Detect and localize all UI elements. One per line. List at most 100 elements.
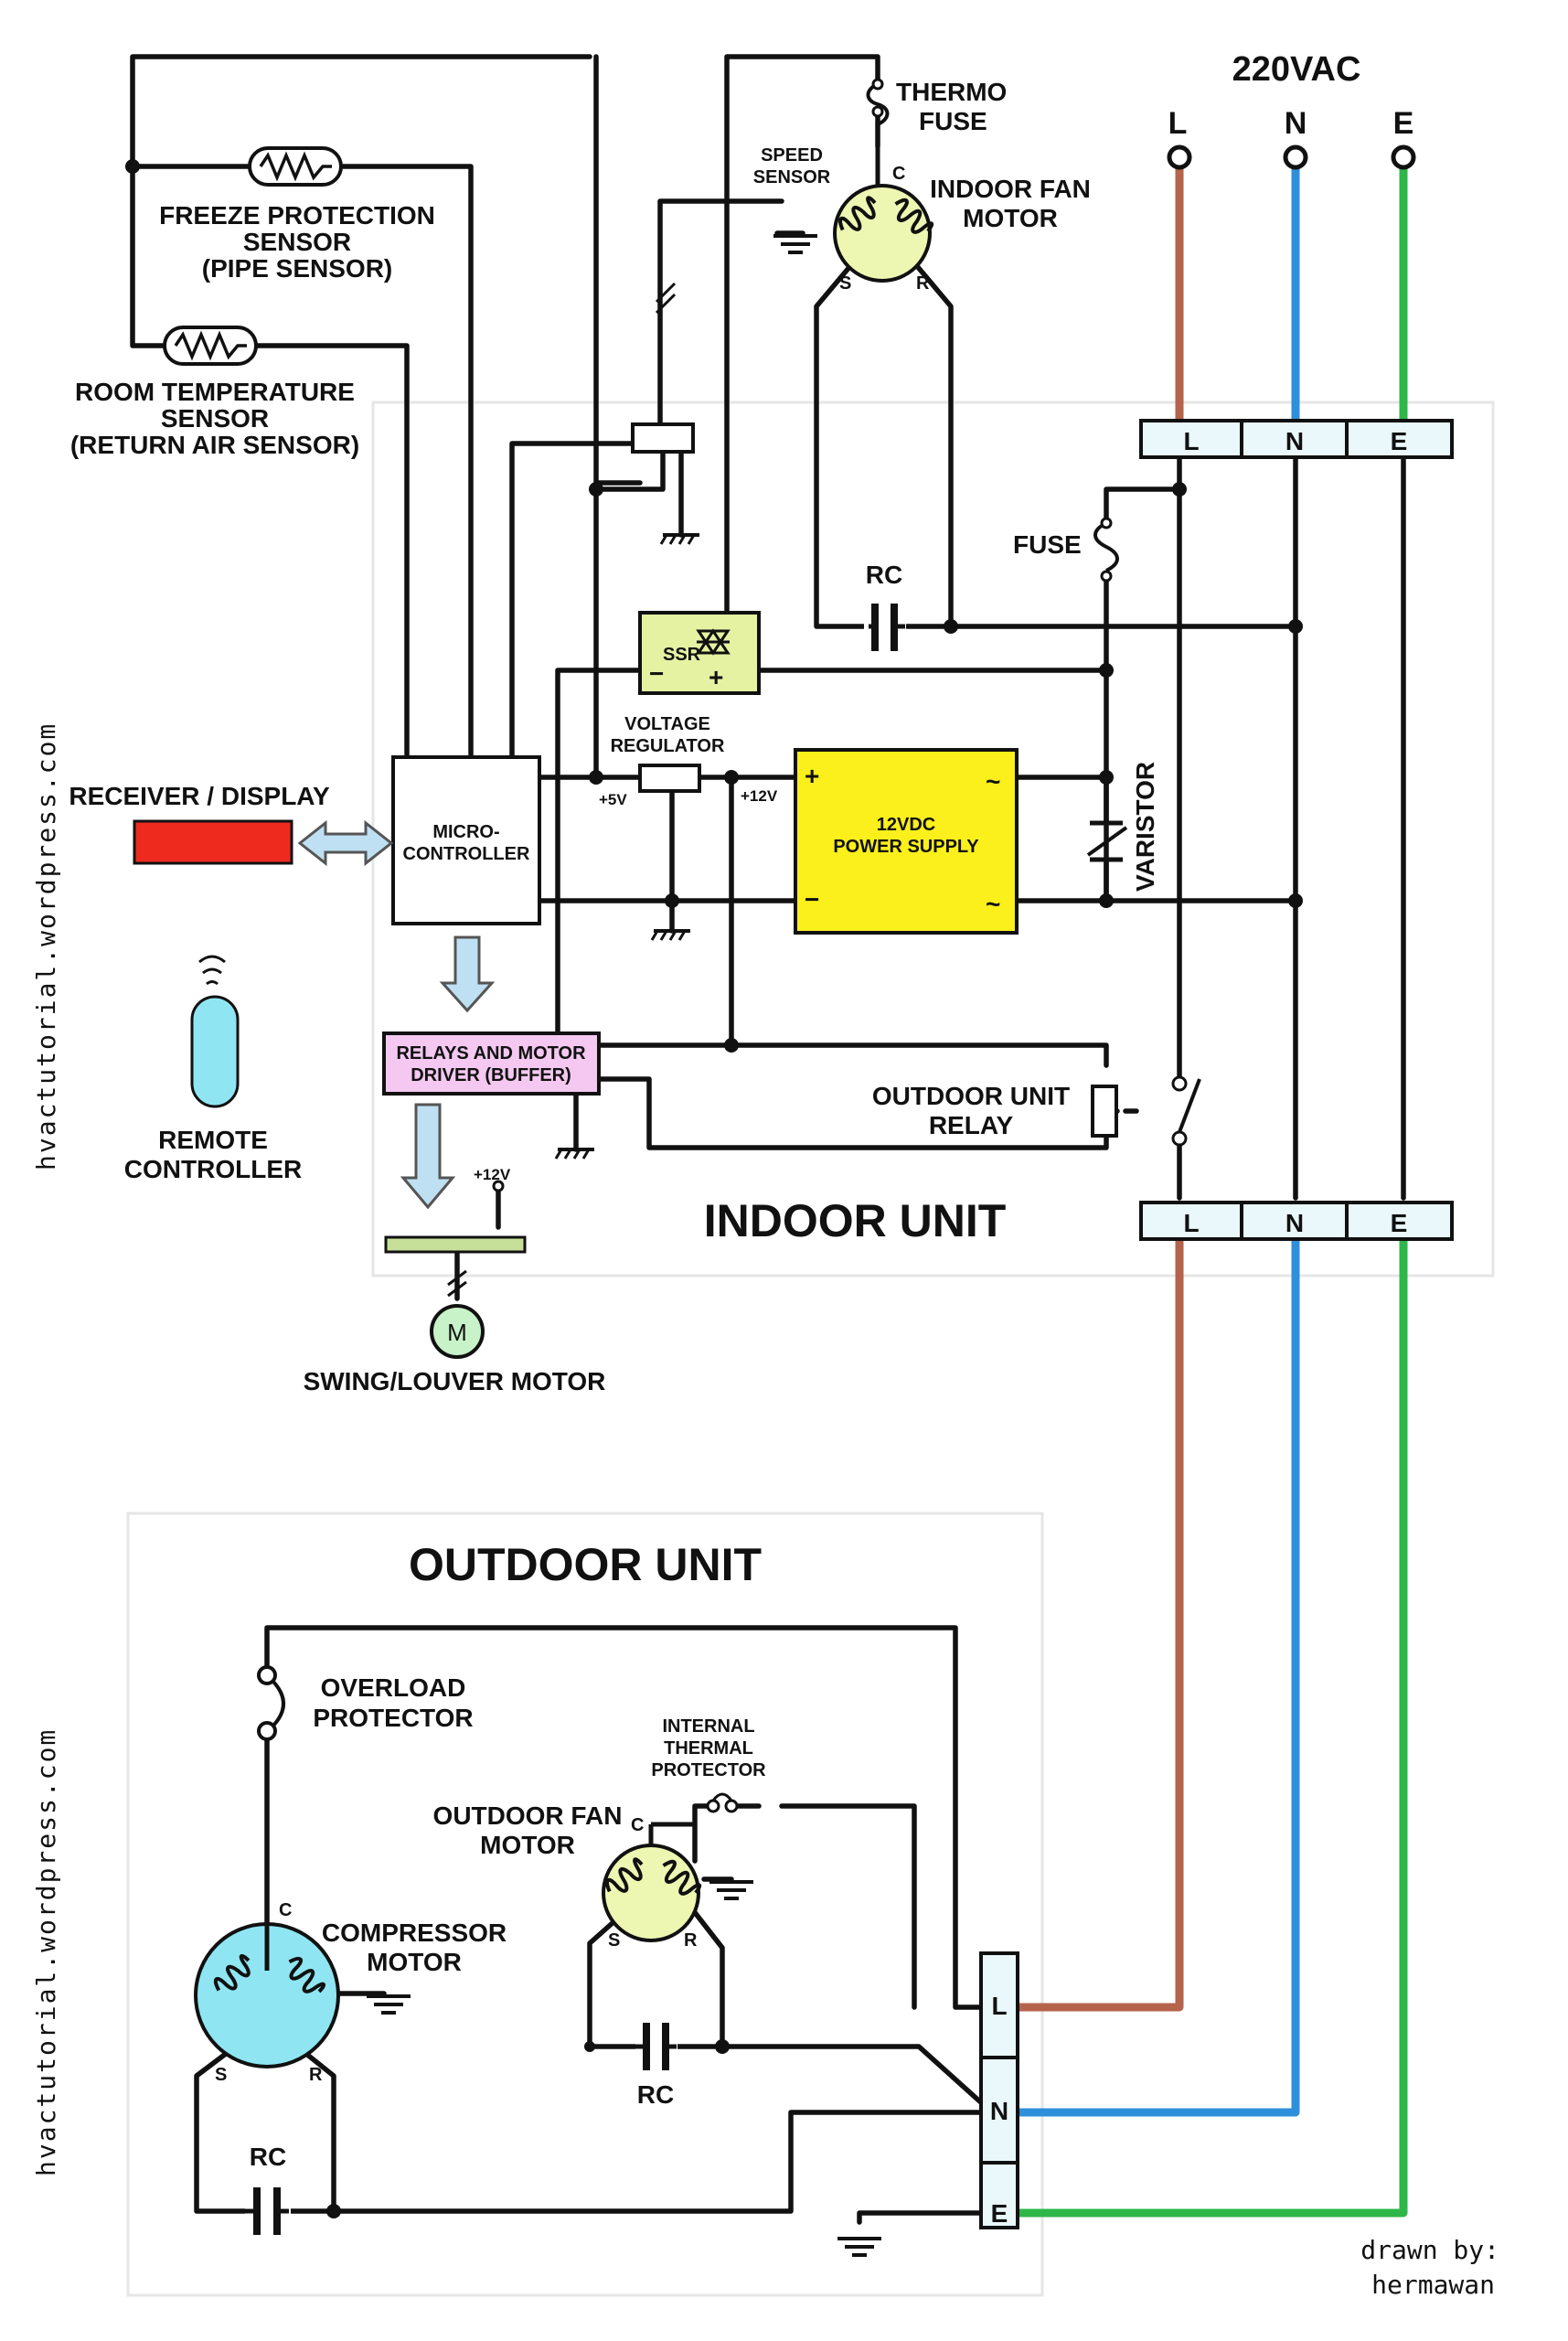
speed-sensor-label-2: SENSOR — [753, 167, 831, 187]
outdoor-fan-rc-label: RC — [637, 2080, 674, 2109]
louver-driver-bar — [384, 1235, 527, 1254]
outdoor-fan-pin-s: S — [608, 1930, 620, 1951]
outdoor-earth-ground-icon — [836, 2237, 883, 2257]
voltage-regulator-label-2: REGULATOR — [611, 736, 725, 756]
plus5v-label: +5V — [599, 791, 627, 808]
svg-text:L: L — [1183, 1209, 1199, 1237]
speed-sensor-label-1: SPEED — [761, 145, 823, 166]
relay-driver-label-2: DRIVER (BUFFER) — [411, 1065, 571, 1085]
svg-text:N: N — [1285, 1209, 1304, 1237]
indoor-unit-title: INDOOR UNIT — [704, 1195, 1007, 1246]
internal-thermal-label-3: PROTECTOR — [651, 1760, 766, 1780]
compressor-pin-r: R — [309, 2065, 323, 2085]
power-supply-box — [794, 748, 1019, 935]
room-sensor-resistor-icon — [163, 326, 258, 366]
power-supply-ac-in-1: ~ — [986, 767, 1000, 796]
varistor-icon — [1086, 820, 1128, 862]
power-supply-minus: − — [805, 885, 819, 914]
thermo-fuse-label-2: FUSE — [919, 107, 987, 135]
ssr-plus: + — [709, 663, 723, 691]
louver-12v-label: +12V — [474, 1166, 511, 1183]
louver-bus-tick-1 — [447, 1269, 467, 1287]
compressor-pin-s: S — [215, 2065, 227, 2085]
fuse-icon — [1093, 517, 1119, 583]
svg-text:E: E — [1391, 1209, 1408, 1237]
plus12v-label: +12V — [741, 787, 778, 805]
power-supply-plus: + — [805, 762, 819, 790]
outdoor-wiring — [194, 1625, 995, 2225]
indoor-fan-motor-icon — [833, 146, 936, 283]
outdoor-fan-ground-icon — [708, 1880, 755, 1900]
room-sensor-label-3: (RETURN AIR SENSOR) — [70, 431, 359, 459]
outdoor-junctions — [326, 2039, 730, 2218]
regulator-ground-icon — [650, 929, 692, 942]
relay-driver-box — [382, 1032, 601, 1096]
voltage-regulator-label-1: VOLTAGE — [624, 714, 710, 734]
overload-protector-icon — [257, 1665, 285, 1741]
indoor-fan-pin-c: C — [892, 164, 905, 184]
fuse-label: FUSE — [1013, 530, 1082, 559]
outdoor-relay-label-1: OUTDOOR UNIT — [872, 1082, 1070, 1110]
relay-driver-label-1: RELAYS AND MOTOR — [396, 1043, 586, 1064]
swing-motor-label: SWING/LOUVER MOTOR — [304, 1367, 606, 1395]
internal-thermal-label-2: THERMAL — [664, 1738, 753, 1758]
compressor-ground-icon — [365, 1994, 412, 2015]
swing-motor-icon — [430, 1304, 485, 1359]
supply-terminal-n-label: N — [1285, 106, 1307, 141]
louver-12v-terminal — [492, 1180, 505, 1192]
compressor-pin-c: C — [279, 1900, 292, 1920]
compressor-motor-label-1: COMPRESSOR — [322, 1919, 507, 1947]
indoor-fan-motor-label-1: INDOOR FAN — [930, 175, 1091, 203]
freeze-sensor-label-2: SENSOR — [243, 228, 351, 256]
mains-wiring — [1019, 157, 1408, 2218]
microcontroller-label-2: CONTROLLER — [403, 844, 530, 864]
compressor-rc-label: RC — [250, 2143, 286, 2171]
watermark-top: hvactutorial.wordpress.com — [31, 722, 61, 1170]
relay-driver-ground-icon — [554, 1148, 596, 1160]
outdoor-fan-motor-icon — [601, 1822, 704, 1942]
room-sensor-label-2: SENSOR — [161, 404, 269, 433]
freeze-sensor-label-1: FREEZE PROTECTION — [159, 201, 435, 230]
control-arrow-icon — [439, 935, 496, 1013]
supply-terminal-n — [1283, 144, 1308, 170]
receiver-display-box — [133, 819, 293, 865]
overload-protector-label-1: OVERLOAD — [321, 1673, 466, 1702]
indoor-terminal-block-top: L N E — [1139, 419, 1454, 459]
freeze-sensor-resistor-icon — [248, 146, 343, 187]
freeze-sensor-label-3: (PIPE SENSOR) — [202, 254, 392, 283]
supply-terminal-e — [1391, 144, 1416, 170]
bidirectional-arrow-icon — [297, 819, 394, 867]
outdoor-unit-title: OUTDOOR UNIT — [409, 1539, 762, 1590]
outdoor-fan-pin-r: R — [684, 1930, 698, 1951]
svg-text:E: E — [991, 2199, 1008, 2228]
watermark-bottom: hvactutorial.wordpress.com — [31, 1728, 61, 2176]
svg-text:N: N — [990, 2097, 1008, 2125]
ssr-label: SSR — [663, 645, 701, 665]
svg-text:L: L — [991, 1992, 1007, 2020]
credit-line-1: drawn by: — [1360, 2235, 1499, 2265]
outdoor-relay-contact-icon — [1171, 1075, 1201, 1147]
credit-line-2: hermawan — [1371, 2270, 1495, 2300]
remote-controller-icon — [190, 955, 240, 1108]
speed-sensor-ground-icon — [772, 234, 819, 254]
indoor-fan-pin-r: R — [916, 273, 930, 294]
remote-controller-label-1: REMOTE — [158, 1126, 268, 1154]
thermo-fuse-label-1: THERMO — [896, 78, 1007, 106]
svg-text:E: E — [1391, 427, 1408, 455]
overload-protector-label-2: PROTECTOR — [313, 1704, 473, 1732]
outdoor-relay-label-2: RELAY — [929, 1111, 1014, 1139]
indoor-fan-pin-s: S — [839, 273, 851, 294]
outdoor-terminal-block: L N E — [979, 1951, 1019, 2229]
room-sensor-label-1: ROOM TEMPERATURE — [75, 378, 355, 406]
microcontroller-box — [391, 755, 541, 925]
supply-title: 220VAC — [1232, 50, 1361, 89]
compressor-motor-label-2: MOTOR — [367, 1948, 462, 1976]
outdoor-fan-rc-capacitor-icon — [635, 2023, 677, 2070]
outdoor-fan-motor-label-1: OUTDOOR FAN — [433, 1801, 623, 1830]
indoor-rc-label: RC — [866, 561, 902, 589]
indoor-wiring — [130, 54, 1406, 1301]
supply-terminal-e-label: E — [1393, 106, 1414, 141]
compressor-rc-capacitor-icon — [245, 2187, 291, 2235]
outdoor-unit-outline — [126, 1512, 1044, 2297]
